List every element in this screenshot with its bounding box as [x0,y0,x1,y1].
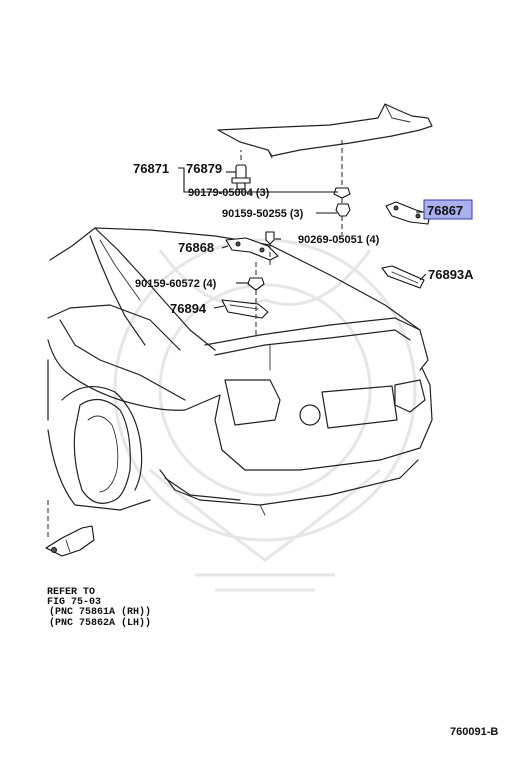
label-76867[interactable]: 76867 [427,203,463,218]
refer-note-line-3: (PNC 75861A (RH)) [49,606,151,618]
hardware [45,164,431,557]
part-76879-shape [231,164,251,190]
label-76868[interactable]: 76868 [178,240,214,255]
refer-note-line-4: (PNC 75862A (LH)) [49,617,151,629]
nut-90159-60572-shape [247,277,265,291]
clip-90269-shape [265,231,275,245]
part-76894-shape [221,299,269,319]
car-body [47,227,433,516]
label-76871[interactable]: 76871 [133,161,169,176]
nut-90159-50255-shape [335,203,351,217]
label-90159-60572[interactable]: 90159-60572 (4) [135,278,217,290]
label-90269-05051[interactable]: 90269-05051 (4) [298,234,380,246]
bolt-90179-shape [333,187,351,199]
rear-spoiler [217,103,433,159]
reflector-part-shape [45,525,95,557]
watermark-emblem [113,238,417,592]
label-76893a[interactable]: 76893A [428,267,474,282]
part-76893a-shape [381,265,425,289]
leader-lines [178,167,427,309]
figure-code: 760091-B [450,726,498,738]
assembly-lines [47,140,343,540]
part-76868-shape [225,237,279,261]
label-90159-50255[interactable]: 90159-50255 (3) [222,208,304,220]
label-90179-05004[interactable]: 90179-05004 (3) [188,187,270,199]
refer-note-line-2: FIG 75-03 [47,597,101,608]
refer-note-line-1: REFER TO [47,587,95,598]
label-76894[interactable]: 76894 [170,301,207,316]
part-labels: 76871 76879 90179-05004 (3) 90159-50255 … [133,161,474,316]
part-76867-shape [385,201,431,225]
highlight-76867 [423,199,473,220]
label-76879[interactable]: 76879 [186,161,222,176]
refer-note: REFER TO FIG 75-03 (PNC 75861A (RH)) (PN… [47,587,151,629]
